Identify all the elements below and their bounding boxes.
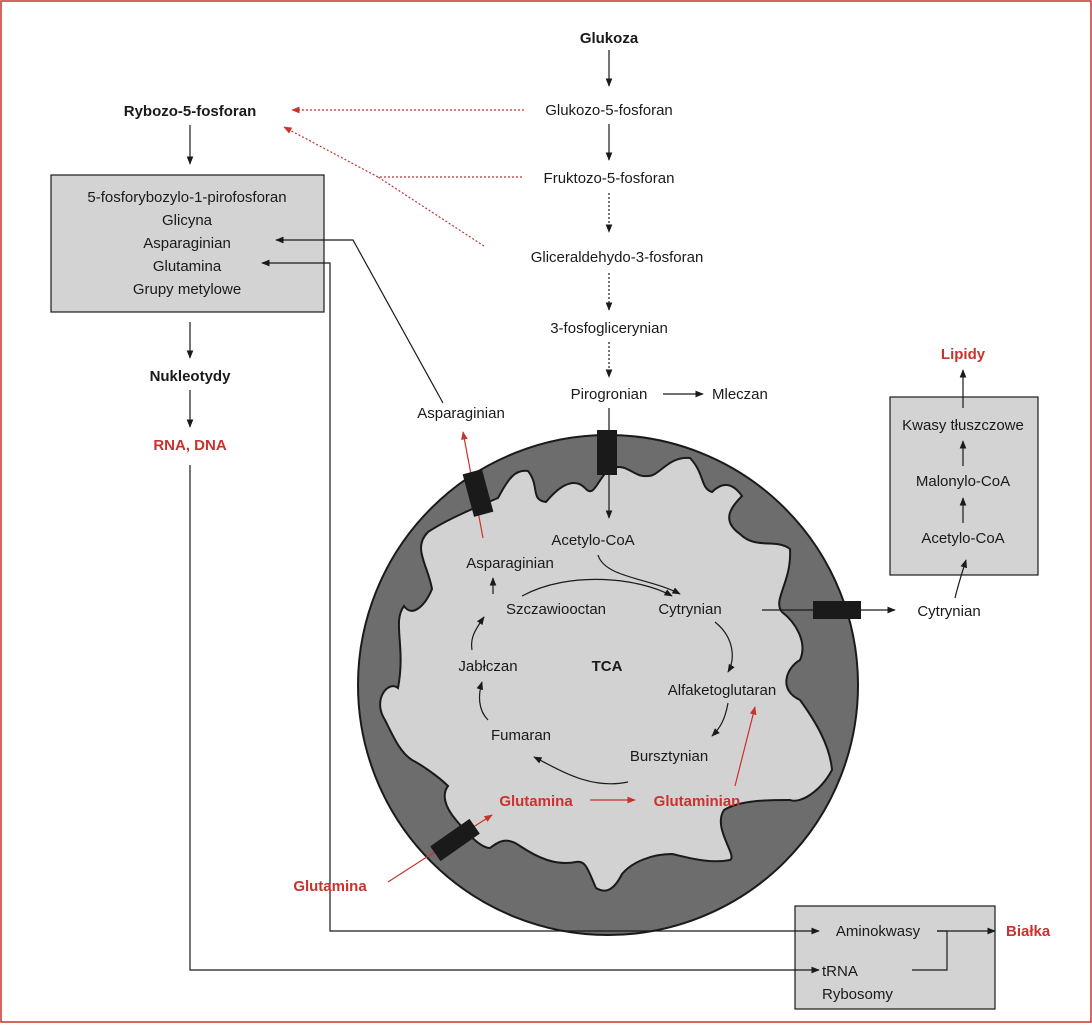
label-glutamine-ext: Glutamina — [293, 878, 367, 895]
arrow-citrate-akg — [714, 621, 735, 673]
label-citrate: Cytrynian — [658, 601, 721, 618]
arrow-malate-oxaloacetate — [470, 616, 485, 651]
label-3pg: 3-fosfoglicerynian — [550, 320, 668, 337]
box-item-methyl: Grupy metylowe — [133, 281, 241, 298]
label-fumarate: Fumaran — [491, 727, 551, 744]
label-succinate: Bursztynian — [630, 748, 708, 765]
arrow-akg-succinate — [711, 702, 729, 737]
label-oxaloacetate: Szczawiooctan — [506, 601, 606, 618]
box-item-prpp: 5-fosforybozylo-1-pirofosforan — [87, 189, 286, 206]
arrow-f6p-ribose — [283, 126, 522, 178]
box-item-glycine: Glicyna — [162, 212, 213, 229]
transporter-aspartate — [462, 469, 494, 517]
box-item-acetylcoa: Acetylo-CoA — [921, 530, 1004, 547]
label-glucose: Glukoza — [580, 30, 639, 47]
label-ribose: Rybozo-5-fosforan — [124, 103, 257, 120]
box-item-trna: tRNA — [822, 963, 858, 980]
label-malate: Jabłczan — [458, 658, 517, 675]
box-item-ribosomes: Rybosomy — [822, 986, 893, 1003]
label-aspartate-out: Asparaginian — [417, 405, 505, 422]
arrow-rnadna-to-trna — [189, 465, 820, 974]
label-g6p: Glukozo-5-fosforan — [545, 102, 673, 119]
arrow-glutamate-akg — [734, 706, 757, 787]
box-item-glutamine: Glutamina — [153, 258, 222, 275]
box-item-malonylcoa: Malonylo-CoA — [916, 473, 1010, 490]
arrow-succinate-fumarate — [533, 756, 629, 785]
label-akg: Alfaketoglutaran — [668, 682, 776, 699]
label-pyruvate: Pirogronian — [571, 386, 648, 403]
label-acetylcoa: Acetylo-CoA — [551, 532, 634, 549]
transporter-citrate — [813, 601, 861, 619]
label-citrate-out: Cytrynian — [917, 603, 980, 620]
box-item-fatty-acids: Kwasy tłuszczowe — [902, 417, 1024, 434]
mitochondrion-inner-membrane — [379, 456, 834, 892]
label-lactate: Mleczan — [712, 386, 768, 403]
arrow-glutamine-to-box — [261, 259, 331, 928]
nucleotide-precursor-box — [50, 174, 325, 313]
arrow-g3p-link — [377, 176, 485, 247]
transporter-glutamine — [430, 818, 480, 862]
transporter-pyruvate — [597, 430, 617, 475]
protein-synthesis-box — [794, 905, 996, 1010]
box-item-aminoacids: Aminokwasy — [836, 923, 921, 940]
label-nucleotides: Nukleotydy — [150, 368, 232, 385]
label-aspartate-in: Asparaginian — [466, 555, 554, 572]
label-proteins: Białka — [1006, 923, 1051, 940]
arrow-oxaloacetate-citrate — [521, 578, 673, 597]
arrow-citrate-to-acetylcoa — [954, 559, 967, 599]
label-glutamate: Glutaminian — [654, 793, 741, 810]
label-glutamine-in: Glutamina — [499, 793, 573, 810]
arrow-aspartate-to-box — [275, 236, 444, 404]
label-tca: TCA — [592, 658, 623, 675]
label-lipids: Lipidy — [941, 346, 986, 363]
arrow-glutamine-to-aminoacids — [329, 927, 820, 935]
lipid-synthesis-box — [889, 396, 1039, 576]
box-item-aspartate: Asparaginian — [143, 235, 231, 252]
arrow-fumarate-malate — [476, 681, 489, 721]
label-g3p: Gliceraldehydo-3-fosforan — [531, 249, 704, 266]
label-f6p: Fruktozo-5-fosforan — [544, 170, 675, 187]
label-rna-dna: RNA, DNA — [153, 437, 226, 454]
